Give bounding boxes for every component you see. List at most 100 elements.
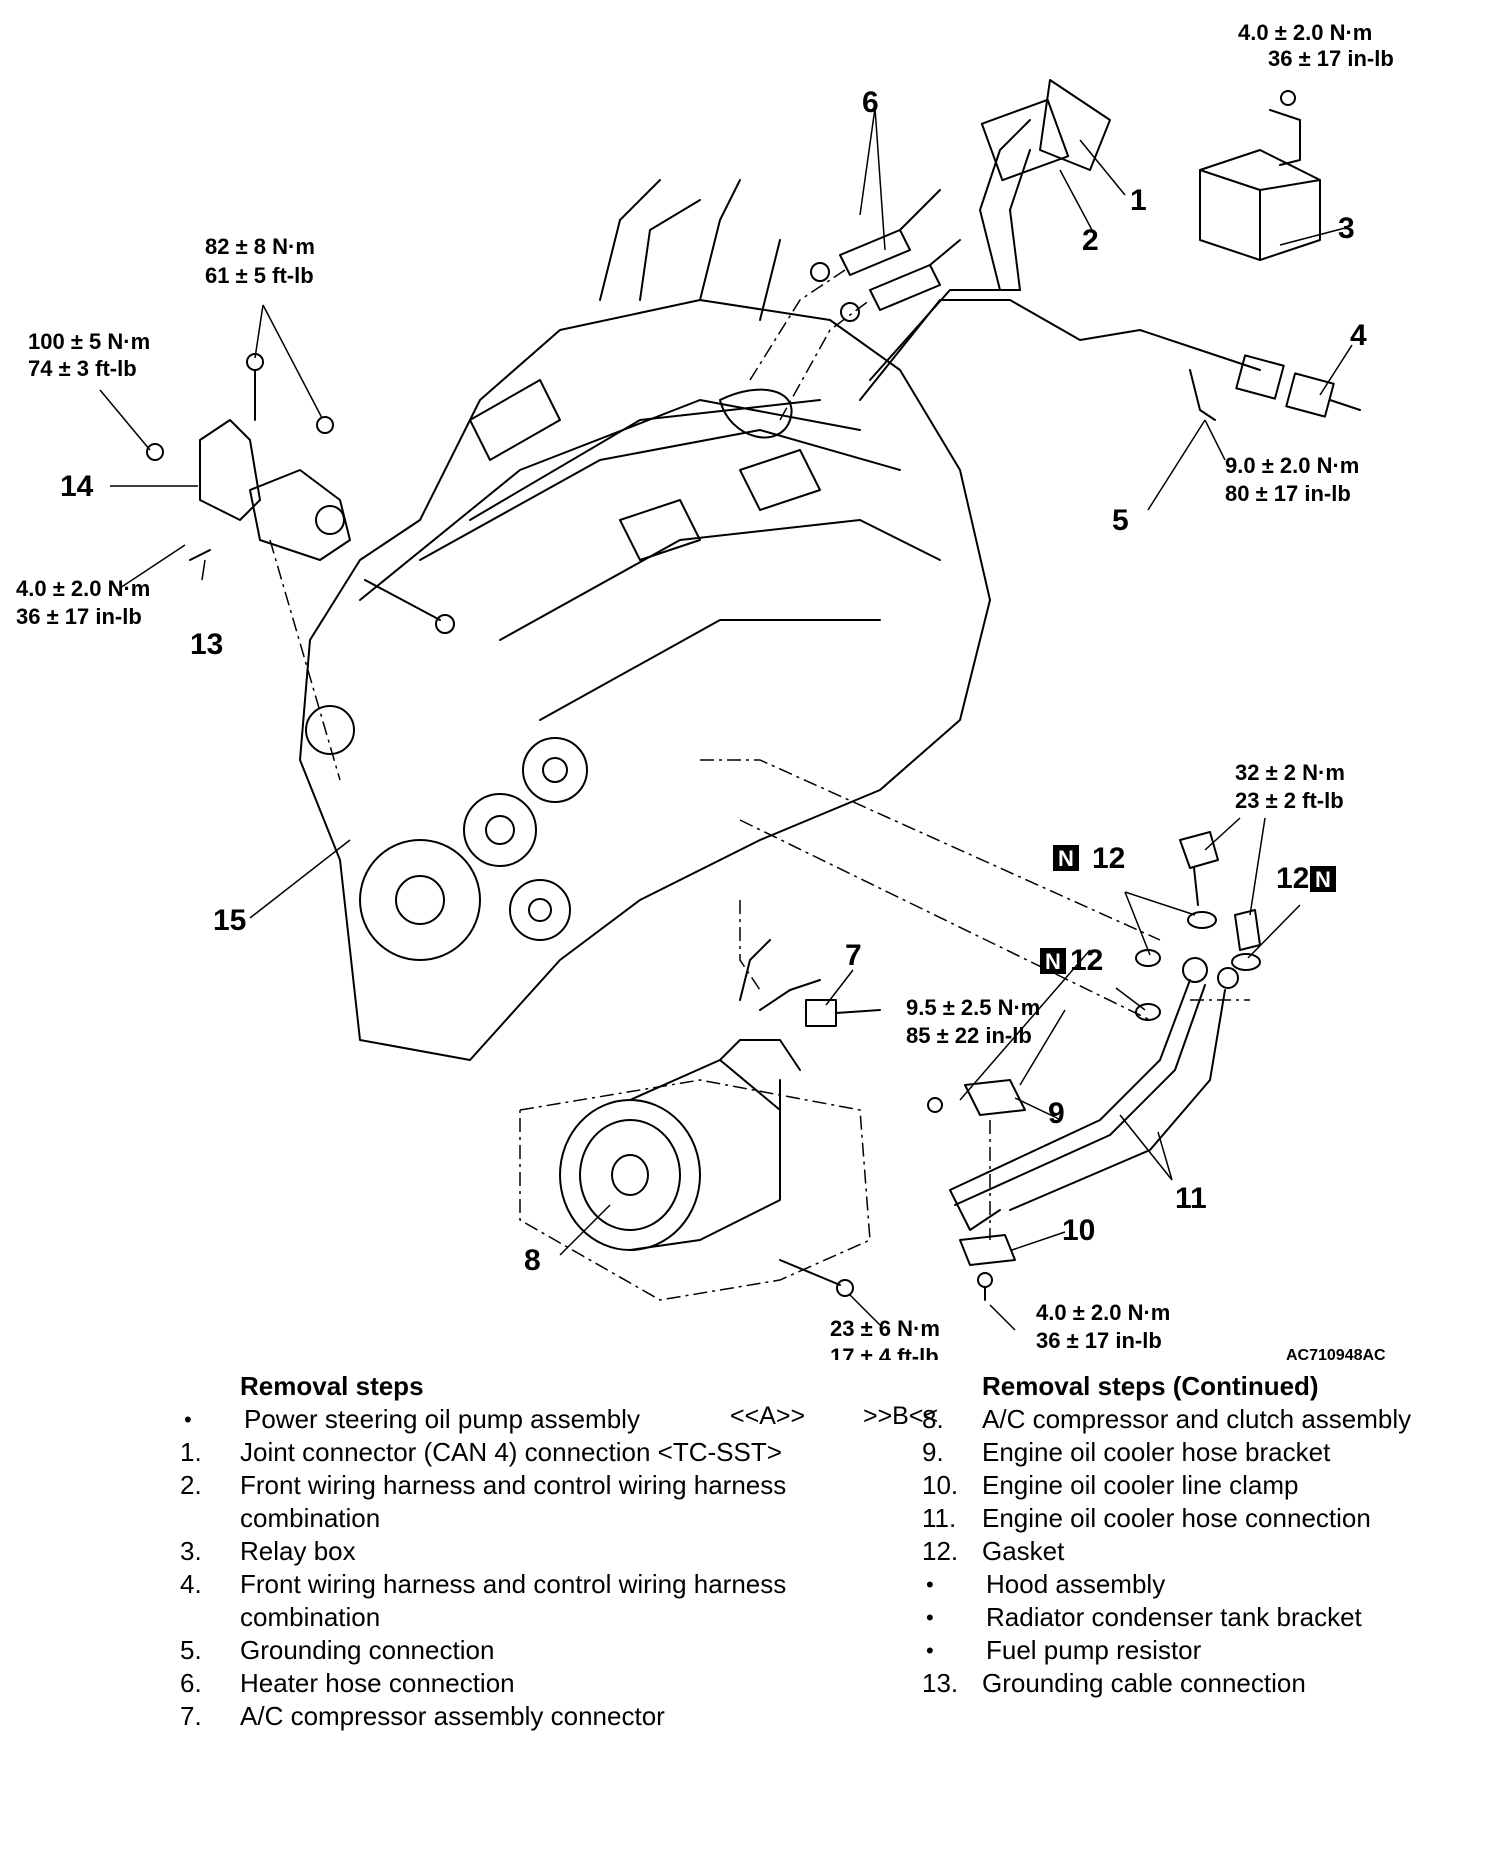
list-item-text: Engine oil cooler hose connection [982,1503,1371,1533]
removal-steps: Removal steps • Power steering oil pump a… [180,1370,800,1733]
list-item-number: 5. [180,1635,202,1665]
list-item-text: Joint connector (CAN 4) connection <TC-S… [240,1437,782,1467]
list-item-text: Front wiring harness and control wiring … [240,1569,787,1632]
torque-32-ftlb: 23 ± 2 ft-lb [1235,788,1344,813]
relay-box [1199,90,1321,261]
callout-13: 13 [190,628,223,661]
callout-12-right: 12 [1276,862,1309,895]
list-item: 7. A/C compressor assembly connector [180,1700,800,1733]
torque-9-nm: 9.0 ± 2.0 N·m [1225,453,1359,478]
step-references: <<A>> >>B<< [730,1402,938,1431]
list-item-number: 3. [180,1536,202,1566]
mount-bracket [146,353,351,561]
list-item-number: • [926,1638,934,1663]
list-item-number: • [926,1605,934,1630]
oil-cooler-hoses [949,957,1239,1231]
ref-a: <<A>> [730,1402,806,1430]
list-item-text: Relay box [240,1536,356,1566]
list-item-number: 1. [180,1437,202,1467]
ac-connector [805,999,881,1027]
torque-9-inlb: 80 ± 17 in-lb [1225,481,1351,506]
callout-8: 8 [524,1244,541,1277]
n-badge-top: N [1058,846,1074,871]
list-item-text: A/C compressor and clutch assembly [982,1404,1412,1434]
torque-23-nm: 23 ± 6 N·m [830,1316,940,1341]
wiring-harness [859,79,1361,421]
torque-95-nm: 9.5 ± 2.5 N·m [906,995,1040,1020]
torque-bottom-inlb: 36 ± 17 in-lb [1036,1328,1162,1353]
callout-15: 15 [213,904,246,937]
list-item-text: Engine oil cooler line clamp [982,1470,1299,1500]
heater-hoses [810,189,961,322]
torque-100-ftlb: 74 ± 3 ft-lb [28,356,137,381]
list-item-text: Heater hose connection [240,1668,515,1698]
leader-lines [99,107,1353,1331]
torque-top-right-nm: 4.0 ± 2.0 N·m [1238,20,1372,45]
n-badges: N N N [1040,845,1336,974]
callout-2: 2 [1082,224,1099,257]
list-item-number: 4. [180,1569,202,1599]
engine-block [299,179,991,1061]
list-item-number: 9. [922,1437,944,1467]
list-item-text: Hood assembly [986,1569,1166,1599]
torque-95-inlb: 85 ± 22 in-lb [906,1023,1032,1048]
torque-100-nm: 100 ± 5 N·m [28,329,150,354]
torque-bottom-nm: 4.0 ± 2.0 N·m [1036,1300,1170,1325]
removal-steps-list: • Power steering oil pump assembly 1. Joint… [180,1403,800,1733]
union-bolts [1135,831,1261,1021]
callout-5: 5 [1112,504,1129,537]
torque-32-nm: 32 ± 2 N·m [1235,760,1345,785]
list-item: • Power steering oil pump assembly [180,1403,800,1436]
list-item: 2. Front wiring harness and control wirin… [180,1469,800,1535]
removal-steps-heading: Removal steps [240,1371,424,1401]
callout-9: 9 [1048,1097,1065,1130]
list-item-text: Fuel pump resistor [986,1635,1202,1665]
torque-left-nm: 4.0 ± 2.0 N·m [16,576,150,601]
list-item-text: Grounding connection [240,1635,495,1665]
pulleys [305,705,588,961]
list-item-number: 8. [922,1404,944,1434]
list-item-number: • [926,1572,934,1597]
callout-14: 14 [60,470,94,503]
list-item: • Fuel pump resistor [922,1634,1502,1667]
list-item-number: 6. [180,1668,202,1698]
callout-6: 6 [862,86,879,119]
list-item: • Hood assembly [922,1568,1502,1601]
ref-b: >>B<< [862,1402,939,1430]
removal-steps-continued: Removal steps (Continued) 8.A/C compress… [922,1370,1502,1700]
compressor-bolt [364,579,854,1297]
torque-82-ftlb: 61 ± 5 ft-lb [205,263,314,288]
list-item-number: 2. [180,1470,202,1500]
n-badge-mid: N [1045,949,1061,974]
torque-23-ftlb: 17 ± 4 ft-lb [830,1344,939,1360]
exploded-engine-diagram: 1 2 3 4 5 6 7 8 9 10 11 12 12 12 13 14 1… [16,20,1394,1360]
list-item-number: 11. [922,1503,957,1533]
list-item-text: Radiator condenser tank bracket [986,1602,1362,1632]
callout-12-top: 12 [1092,842,1125,875]
callout-3: 3 [1338,212,1355,245]
list-item: 10. Engine oil cooler line clamp [922,1469,1502,1502]
ac-compressor [559,939,821,1251]
callout-7: 7 [845,939,862,972]
list-item-text: A/C compressor assembly connector [240,1701,665,1731]
callout-1: 1 [1130,184,1147,217]
list-item: 12.Gasket [922,1535,1502,1568]
list-item-text: Front wiring harness and control wiring … [240,1470,787,1533]
list-item-text: Power steering oil pump assembly [244,1404,640,1434]
list-item: 4. Front wiring harness and control wirin… [180,1568,800,1634]
callout-11: 11 [1175,1182,1207,1215]
callout-12-mid: 12 [1070,944,1103,977]
list-item-number: 10. [922,1470,959,1500]
torque-82-nm: 82 ± 8 N·m [205,234,315,259]
callout-4: 4 [1350,319,1367,352]
n-badge-right: N [1315,867,1331,892]
list-item-number: 7. [180,1701,202,1731]
figure-code: AC710948AC [1286,1347,1386,1360]
list-item-number: • [184,1407,192,1432]
list-item: 1. Joint connector (CAN 4) connection <TC… [180,1436,800,1469]
list-item: 6. Heater hose connection [180,1667,800,1700]
list-item-number: 13. [922,1668,959,1698]
torque-left-inlb: 36 ± 17 in-lb [16,604,142,629]
list-item: 8. A/C compressor and clutch assembly [922,1403,1502,1436]
list-item: 13.Grounding cable connection [922,1667,1502,1700]
